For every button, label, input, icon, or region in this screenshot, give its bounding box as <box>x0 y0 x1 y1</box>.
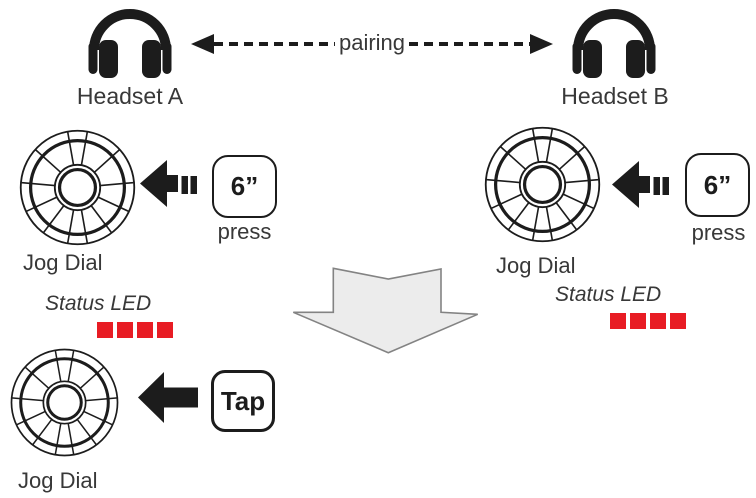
pairing-label: pairing <box>334 29 410 56</box>
led-square <box>650 313 666 329</box>
six-second-button-b-label: 6” <box>703 169 732 200</box>
headphones-a-icon <box>86 2 174 80</box>
led-square <box>137 322 153 338</box>
press-arrow-a-icon <box>140 160 197 207</box>
led-square <box>610 313 626 329</box>
tap-button-label: Tap <box>220 385 266 416</box>
status-led-b-row <box>610 313 686 329</box>
jog-dial-a-label: Jog Dial <box>23 250 103 275</box>
led-square <box>630 313 646 329</box>
headset-a-label: Headset A <box>76 83 184 109</box>
status-led-b-label: Status LED <box>555 283 662 306</box>
jog-dial-c-icon <box>8 346 121 459</box>
headphones-b-icon <box>570 2 658 80</box>
press-arrow-b-icon <box>612 161 669 208</box>
headset-b-label: Headset B <box>561 83 669 109</box>
led-square <box>157 322 173 338</box>
six-second-button-a: 6” <box>212 155 277 218</box>
press-caption-b: press <box>691 220 746 245</box>
pairing-arrow: pairing <box>191 29 553 56</box>
jog-dial-c-label: Jog Dial <box>18 468 98 493</box>
arrowhead-left-icon <box>191 34 214 54</box>
led-square <box>117 322 133 338</box>
led-square <box>670 313 686 329</box>
status-led-a-row <box>97 322 173 338</box>
jog-dial-b-icon <box>482 124 603 245</box>
jog-dial-b-label: Jog Dial <box>496 253 576 278</box>
tap-arrow-icon <box>138 372 198 423</box>
six-second-button-b: 6” <box>685 153 750 217</box>
press-caption-a: press <box>217 219 272 244</box>
tap-button: Tap <box>211 370 275 432</box>
status-led-a-label: Status LED <box>45 292 152 315</box>
arrowhead-right-icon <box>530 34 553 54</box>
jog-dial-a-icon <box>17 127 138 248</box>
led-square <box>97 322 113 338</box>
six-second-button-a-label: 6” <box>230 171 259 201</box>
down-arrow-icon <box>292 267 479 354</box>
